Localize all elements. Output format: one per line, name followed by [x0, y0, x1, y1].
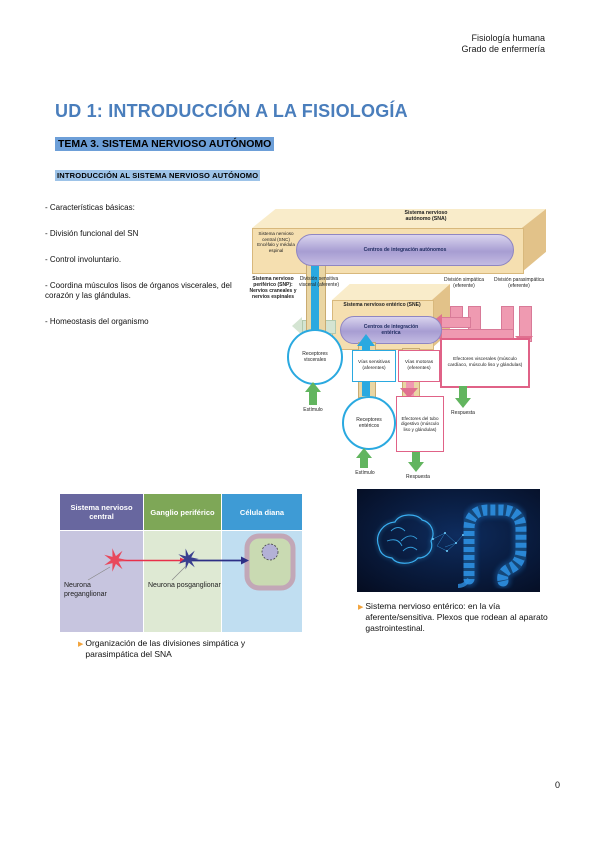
cns-integration-capsule: Centros de integración autónomos: [296, 234, 514, 266]
page-header: Fisiología humana Grado de enfermería: [340, 33, 545, 55]
bullet-list: - Características básicas: - División fu…: [45, 203, 251, 343]
enteric-receptors-label: Receptores entéricos: [356, 417, 382, 429]
cns-capsule-label: Centros de integración autónomos: [363, 247, 447, 253]
brain-icon: [377, 514, 434, 564]
table-header-ganglio-label: Ganglio periférico: [150, 507, 215, 517]
sne-afferent-arrow-icon: [292, 317, 302, 335]
table-cell-cns: [60, 531, 144, 632]
cns-box-top-face: [252, 209, 546, 228]
header-line-2: Grado de enfermería: [461, 44, 545, 54]
bullet-item: - Características básicas:: [45, 203, 135, 212]
stimulus-arrow-icon: [356, 448, 372, 458]
pns-label: Sistema nervioso periférico (SNP): Nervi…: [249, 276, 297, 300]
caption-left: ▶ Organización de las divisiones simpáti…: [78, 638, 293, 660]
cell-nucleus-icon: [261, 543, 279, 561]
sensory-pathways-label: Vías sensitivas (aferentes): [358, 360, 390, 371]
bullet-item: - Coordina músculos lisos de órganos vis…: [45, 281, 232, 300]
stimulus-arrow-stem: [360, 458, 368, 468]
page-number: 0: [554, 780, 560, 790]
sne-capsule-label: Centros de integración entérica: [363, 324, 419, 336]
neuron-pathway-drawing: [87, 533, 296, 591]
enteric-afferent-arrow-icon: [357, 334, 375, 346]
label-pointer-line: [171, 565, 187, 581]
visceral-effectors-label: Efectores viscerales (músculo cardíaco, …: [447, 357, 523, 368]
bullet-item: - División funcional del SN: [45, 229, 139, 238]
brain-gut-image: [357, 489, 540, 592]
tema-heading: TEMA 3. SISTEMA NERVIOSO AUTÓNOMO: [55, 137, 275, 151]
response-arrow-icon: [408, 462, 424, 472]
sne-label: Sistema nervioso entérico (SNE): [343, 302, 421, 308]
table-cell-ganglio: [144, 531, 222, 632]
response-label: Respuesta: [406, 474, 430, 480]
enteric-efferent-arrow-icon: [400, 388, 418, 398]
response-arrow-stem: [459, 386, 467, 398]
visceral-receptors-label: Receptores viscerales: [302, 351, 328, 363]
response-label: Respuesta: [451, 410, 475, 416]
stimulus-arrow-icon: [305, 382, 321, 392]
label-pointer-line: [87, 566, 111, 581]
table-header-cns: Sistema nervioso central: [60, 494, 144, 530]
enteric-receptors-circle: Receptores entéricos: [342, 396, 396, 450]
caption-right-text: Sistema nervioso entérico: en la vía afe…: [365, 601, 548, 633]
sne-box-top-face: [332, 284, 450, 300]
visceral-receptors-circle: Receptores viscerales: [287, 329, 343, 385]
sne-integration-capsule: Centros de integración entérica: [340, 316, 442, 344]
digestive-effectors-label: Efectores del tubo digestivo (músculo li…: [400, 415, 440, 432]
stimulus-label: Estímulo: [303, 407, 323, 413]
response-arrow-stem: [412, 452, 420, 462]
visceral-effectors-box: Efectores viscerales (músculo cardíaco, …: [440, 338, 530, 388]
response-arrow-icon: [455, 398, 471, 408]
intro-heading: INTRODUCCIÓN AL SISTEMA NERVIOSO AUTÓNOM…: [55, 170, 261, 181]
motor-pathways-label: Vías motoras (eferentes): [404, 360, 434, 371]
postganglionic-label: Neurona posganglionar: [148, 582, 221, 589]
bullet-item: - Homeostasis del organismo: [45, 317, 149, 326]
pathway-table-figure: Sistema nervioso central Ganglio perifér…: [60, 494, 302, 632]
afferent-division-label: División sensitiva visceral (aferente): [299, 276, 340, 288]
colon-icon: [457, 502, 529, 589]
afferent-pipe: [311, 264, 319, 330]
target-cell-icon: [244, 533, 296, 591]
header-line-1: Fisiología humana: [471, 33, 545, 43]
table-header-ganglio: Ganglio periférico: [144, 494, 222, 530]
triangle-bullet-icon: ▶: [358, 604, 364, 611]
stimulus-label: Estímulo: [355, 470, 375, 476]
table-header-cns-label: Sistema nervioso central: [70, 503, 133, 521]
preganglionic-label: Neurona preganglionar: [64, 582, 107, 598]
postganglionic-arrow-icon: [241, 556, 249, 565]
sympathetic-connector: [441, 317, 471, 328]
stimulus-arrow-stem: [309, 392, 317, 405]
sna-label: Sistema nervioso autónomo (SNA): [404, 210, 448, 223]
table-header-celula: Célula diana: [222, 494, 302, 530]
digestive-effectors-box: Efectores del tubo digestivo (músculo li…: [396, 396, 444, 452]
bullet-item: - Control involuntario.: [45, 255, 122, 264]
postganglionic-neuron-icon: [178, 548, 199, 570]
parasympathetic-division-label: División parasimpática (eferente): [493, 277, 545, 289]
sensory-pathways-box: Vías sensitivas (aferentes): [352, 350, 396, 382]
caption-left-text: Organización de las divisiones simpática…: [85, 638, 246, 659]
triangle-bullet-icon: ▶: [78, 641, 84, 648]
preganglionic-neuron-icon: [104, 548, 127, 572]
table-header-celula-label: Célula diana: [239, 507, 285, 517]
brain-gut-illustration: [357, 489, 540, 592]
motor-pathways-box: Vías motoras (eferentes): [398, 350, 440, 382]
cns-label: Sistema nervioso central (SNC) Encéfalo …: [257, 231, 295, 253]
sympathetic-division-label: División simpática (eferente): [443, 277, 484, 289]
page-title: UD 1: INTRODUCCIÓN A LA FISIOLOGÍA: [55, 101, 408, 121]
caption-right: ▶ Sistema nervioso entérico: en la vía a…: [358, 601, 553, 634]
